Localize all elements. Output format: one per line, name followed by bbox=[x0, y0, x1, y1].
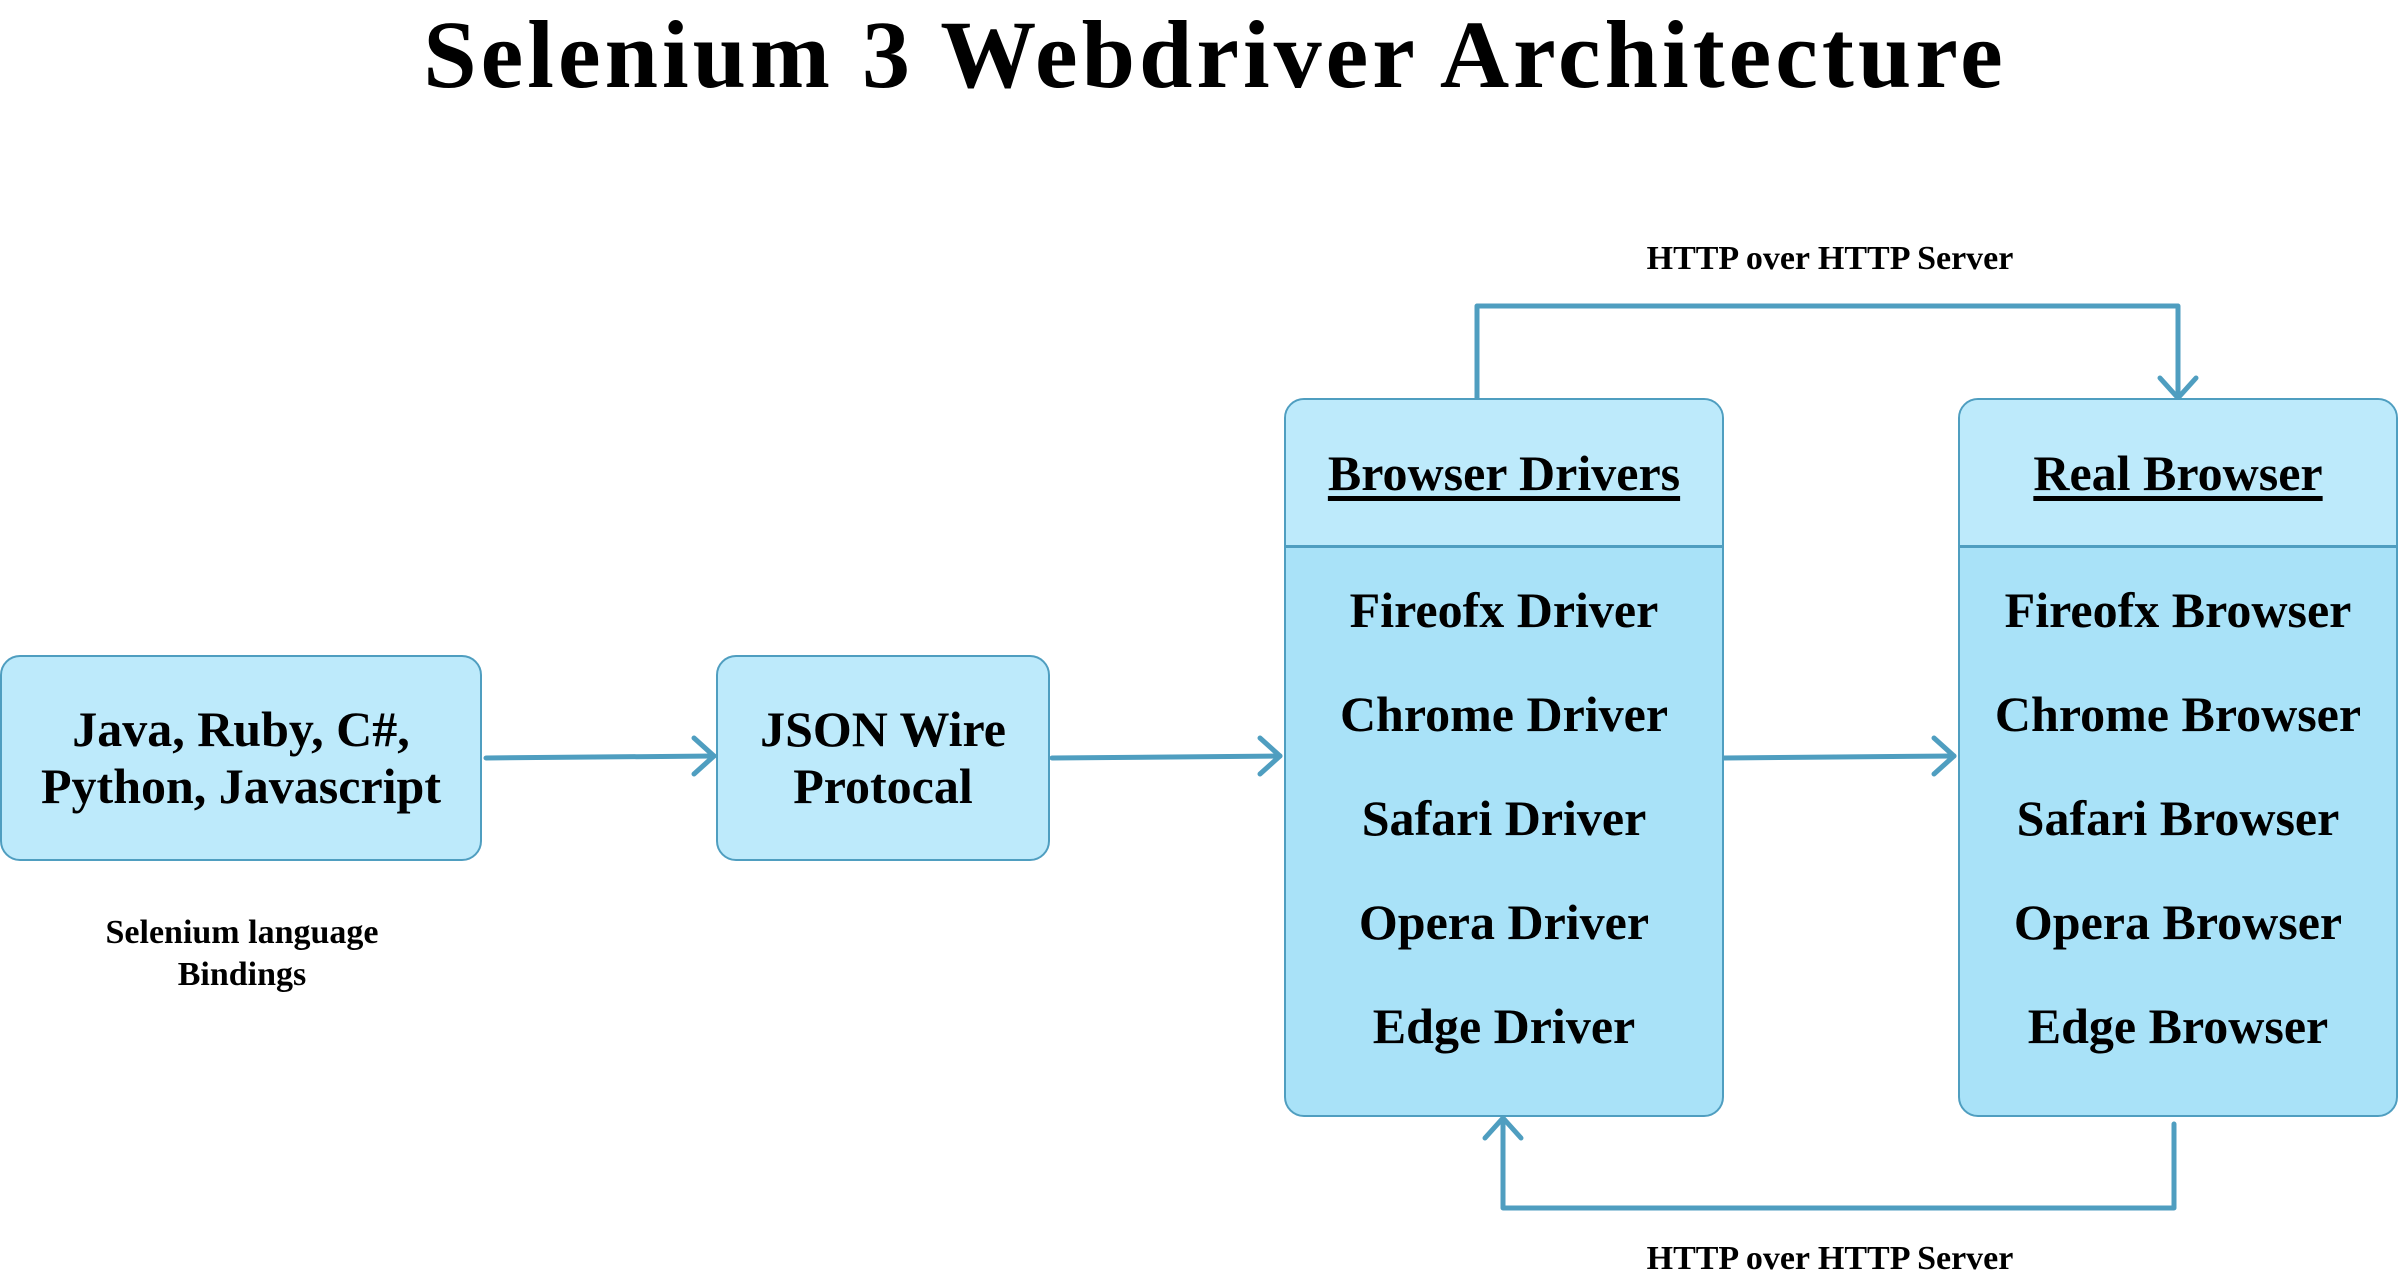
real-browser-header: Real Browser bbox=[1960, 400, 2396, 548]
browser-item-edge: Edge Browser bbox=[2027, 998, 2329, 1054]
driver-item-firefox: Fireofx Driver bbox=[1349, 582, 1659, 638]
diagram-title: Selenium 3 Webdriver Architecture bbox=[423, 1, 2007, 108]
arrow-bindings-to-json bbox=[483, 753, 717, 761]
language-bindings-caption: Selenium language Bindings bbox=[62, 912, 422, 996]
json-wire-line-1: JSON Wire bbox=[760, 701, 1006, 757]
driver-item-edge: Edge Driver bbox=[1372, 998, 1636, 1054]
driver-item-opera: Opera Driver bbox=[1358, 894, 1650, 950]
browser-item-firefox: Fireofx Browser bbox=[2004, 582, 2352, 638]
arrowhead-bindings-to-json bbox=[691, 735, 717, 777]
arrowhead-drivers-to-browser bbox=[1931, 735, 1957, 777]
language-caption-line-2: Bindings bbox=[177, 956, 307, 993]
real-browser-panel: Real Browser Fireofx Browser Chrome Brow… bbox=[1958, 398, 2398, 1117]
top-connector-line bbox=[1474, 303, 2181, 403]
bottom-connector-line bbox=[1500, 1115, 2177, 1211]
top-connector-label: HTTP over HTTP Server bbox=[1646, 240, 2014, 277]
browser-item-chrome: Chrome Browser bbox=[1994, 686, 2362, 742]
browser-drivers-panel: Browser Drivers Fireofx Driver Chrome Dr… bbox=[1284, 398, 1724, 1117]
language-bindings-line-2: Python, Javascript bbox=[41, 758, 441, 814]
json-wire-line-2: Protocal bbox=[793, 758, 973, 814]
arrow-json-to-drivers bbox=[1049, 753, 1283, 761]
browser-item-safari: Safari Browser bbox=[2016, 790, 2340, 846]
driver-item-chrome: Chrome Driver bbox=[1339, 686, 1669, 742]
language-bindings-box: Java, Ruby, C#, Python, Javascript bbox=[0, 655, 482, 861]
json-wire-protocol-box: JSON Wire Protocal bbox=[716, 655, 1050, 861]
browser-drivers-header: Browser Drivers bbox=[1286, 400, 1722, 548]
arrowhead-bottom-connector bbox=[1482, 1115, 1524, 1141]
arrow-drivers-to-browser bbox=[1721, 753, 1957, 761]
language-caption-line-1: Selenium language bbox=[105, 914, 379, 951]
real-browser-list: Fireofx Browser Chrome Browser Safari Br… bbox=[1960, 548, 2396, 1078]
browser-drivers-list: Fireofx Driver Chrome Driver Safari Driv… bbox=[1286, 548, 1722, 1078]
bottom-connector-label: HTTP over HTTP Server bbox=[1646, 1240, 2014, 1277]
language-bindings-line-1: Java, Ruby, C#, bbox=[72, 701, 410, 757]
driver-item-safari: Safari Driver bbox=[1361, 790, 1647, 846]
browser-item-opera: Opera Browser bbox=[2013, 894, 2343, 950]
arrowhead-json-to-drivers bbox=[1257, 735, 1283, 777]
